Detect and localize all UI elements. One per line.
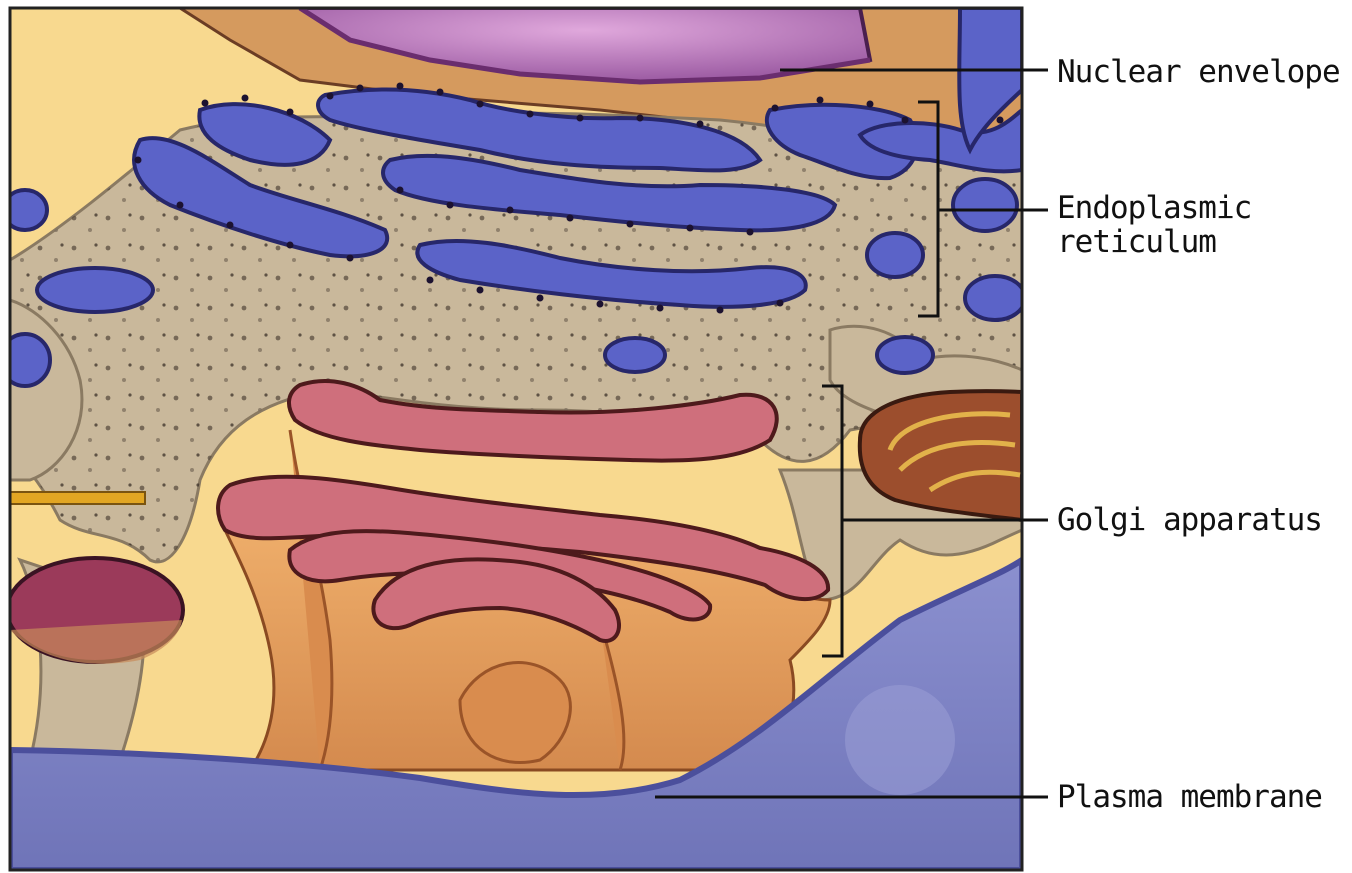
label-golgi-apparatus: Golgi apparatus xyxy=(1057,502,1322,538)
lysosome xyxy=(7,558,183,664)
illustration-panel xyxy=(0,8,1025,870)
label-nuclear-envelope: Nuclear envelope xyxy=(1057,54,1340,90)
label-plasma-membrane: Plasma membrane xyxy=(1057,779,1322,815)
vesicle-in-membrane xyxy=(845,685,955,795)
mitochondrion-edge-left xyxy=(10,492,145,504)
label-endoplasmic: Endoplasmic xyxy=(1057,190,1251,226)
label-reticulum: reticulum xyxy=(1057,224,1216,260)
